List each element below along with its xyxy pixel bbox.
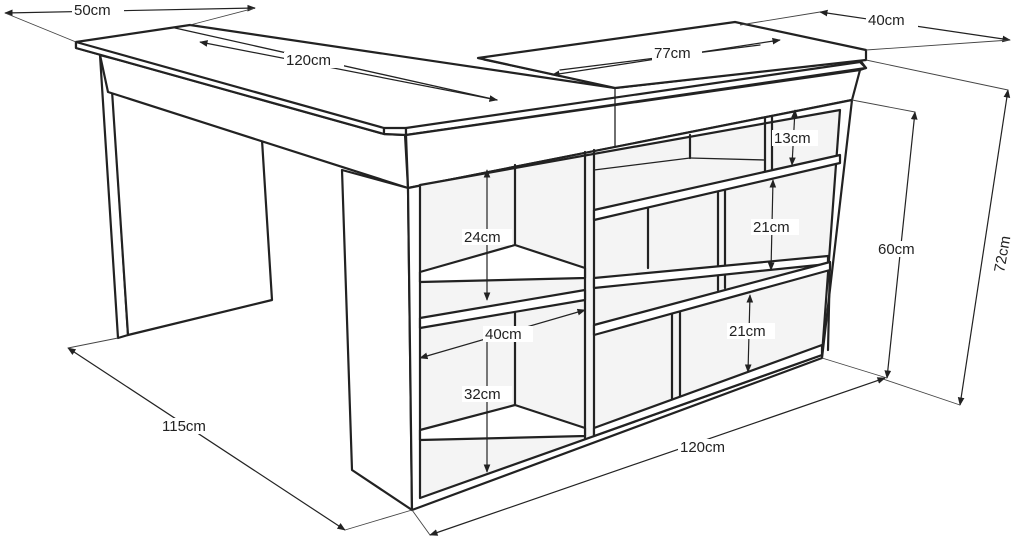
label-shelf-width-40: 40cm xyxy=(485,326,522,343)
label-shelf-21-upper: 21cm xyxy=(753,219,790,236)
label-front-length-120: 120cm xyxy=(680,439,725,456)
label-shelf-24: 24cm xyxy=(464,229,501,246)
label-total-height-72: 72cm xyxy=(991,235,1014,274)
label-top-width-left: 120cm xyxy=(286,52,331,69)
label-side-length-115: 115cm xyxy=(162,418,206,435)
label-unit-height-60: 60cm xyxy=(878,241,915,258)
label-shelf-21-lower: 21cm xyxy=(729,323,766,340)
label-shelf-32: 32cm xyxy=(464,386,501,403)
label-top-depth-left: 50cm xyxy=(74,2,111,19)
dimension-labels: 50cm 120cm 77cm 40cm 13cm 21cm 21cm 24cm… xyxy=(72,2,1014,456)
label-top-width-right: 77cm xyxy=(654,45,691,62)
label-top-depth-right: 40cm xyxy=(868,12,905,29)
label-shelf-13: 13cm xyxy=(774,130,811,147)
